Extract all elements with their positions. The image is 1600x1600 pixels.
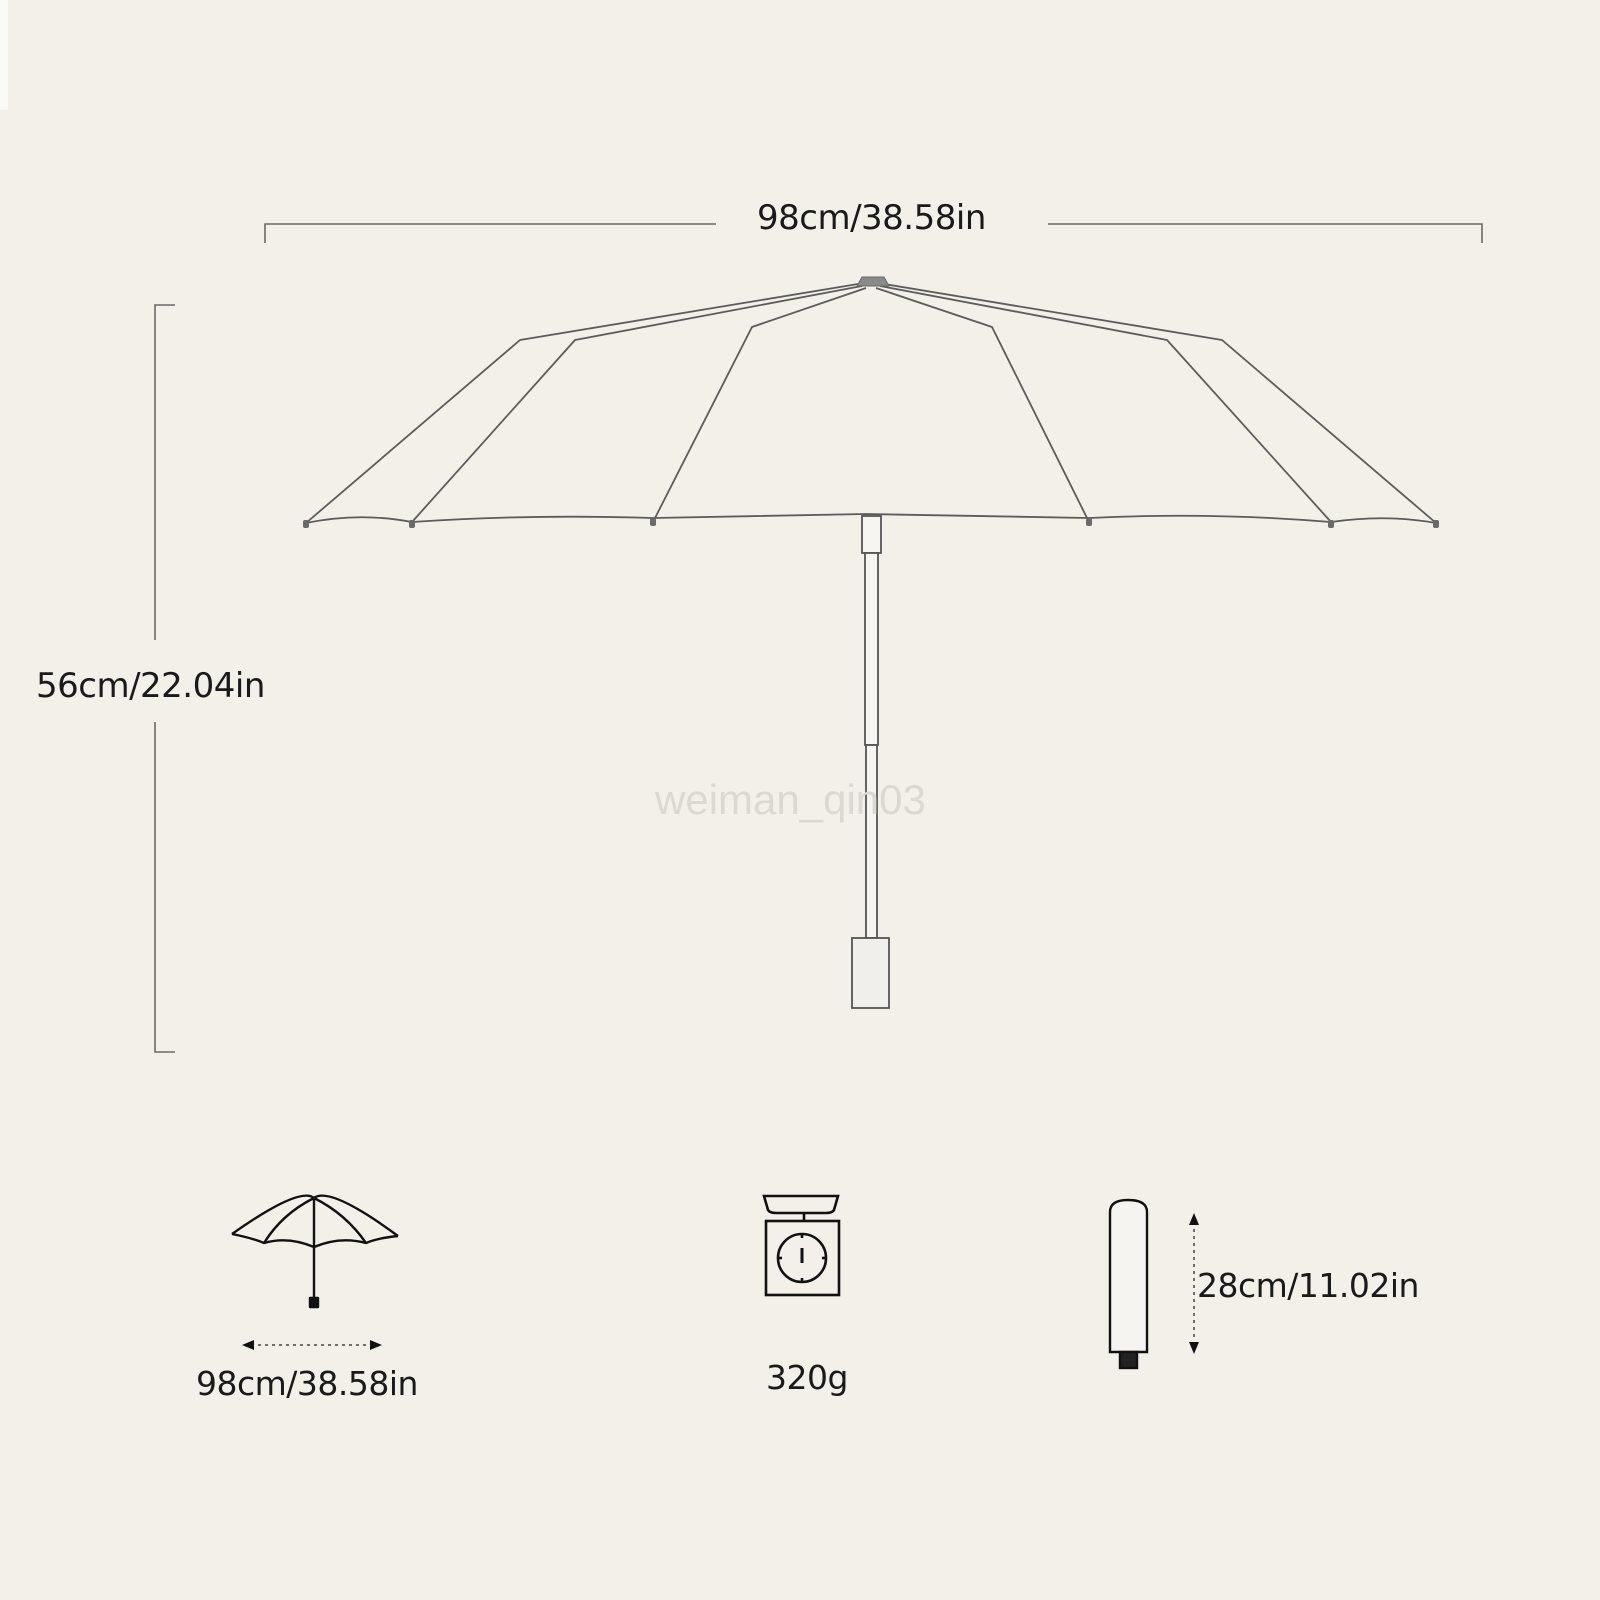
spec-folded-length-label: 28cm/11.02in: [1197, 1266, 1419, 1305]
folded-umbrella-icon: [1108, 1198, 1149, 1370]
width-dimension-line: [264, 223, 1483, 243]
edge-strip: [0, 0, 8, 110]
open-height-label: 56cm/22.04in: [36, 666, 265, 706]
spec-weight-label: 320g: [766, 1358, 848, 1397]
open-width-label: 98cm/38.58in: [757, 198, 986, 238]
width-arrow-icon: [242, 1340, 382, 1350]
height-arrow-icon: [1189, 1213, 1199, 1354]
umbrella-canopy: [305, 283, 1437, 524]
umbrella-shaft: [851, 515, 890, 1009]
open-umbrella-icon: [231, 1194, 399, 1309]
spec-width-label: 98cm/38.58in: [196, 1364, 418, 1403]
height-dimension-line: [154, 304, 175, 1053]
rib-tips: [303, 518, 1439, 528]
top-cap: [856, 276, 890, 287]
watermark: weiman_qin03: [655, 776, 926, 823]
scale-icon: [762, 1194, 841, 1297]
